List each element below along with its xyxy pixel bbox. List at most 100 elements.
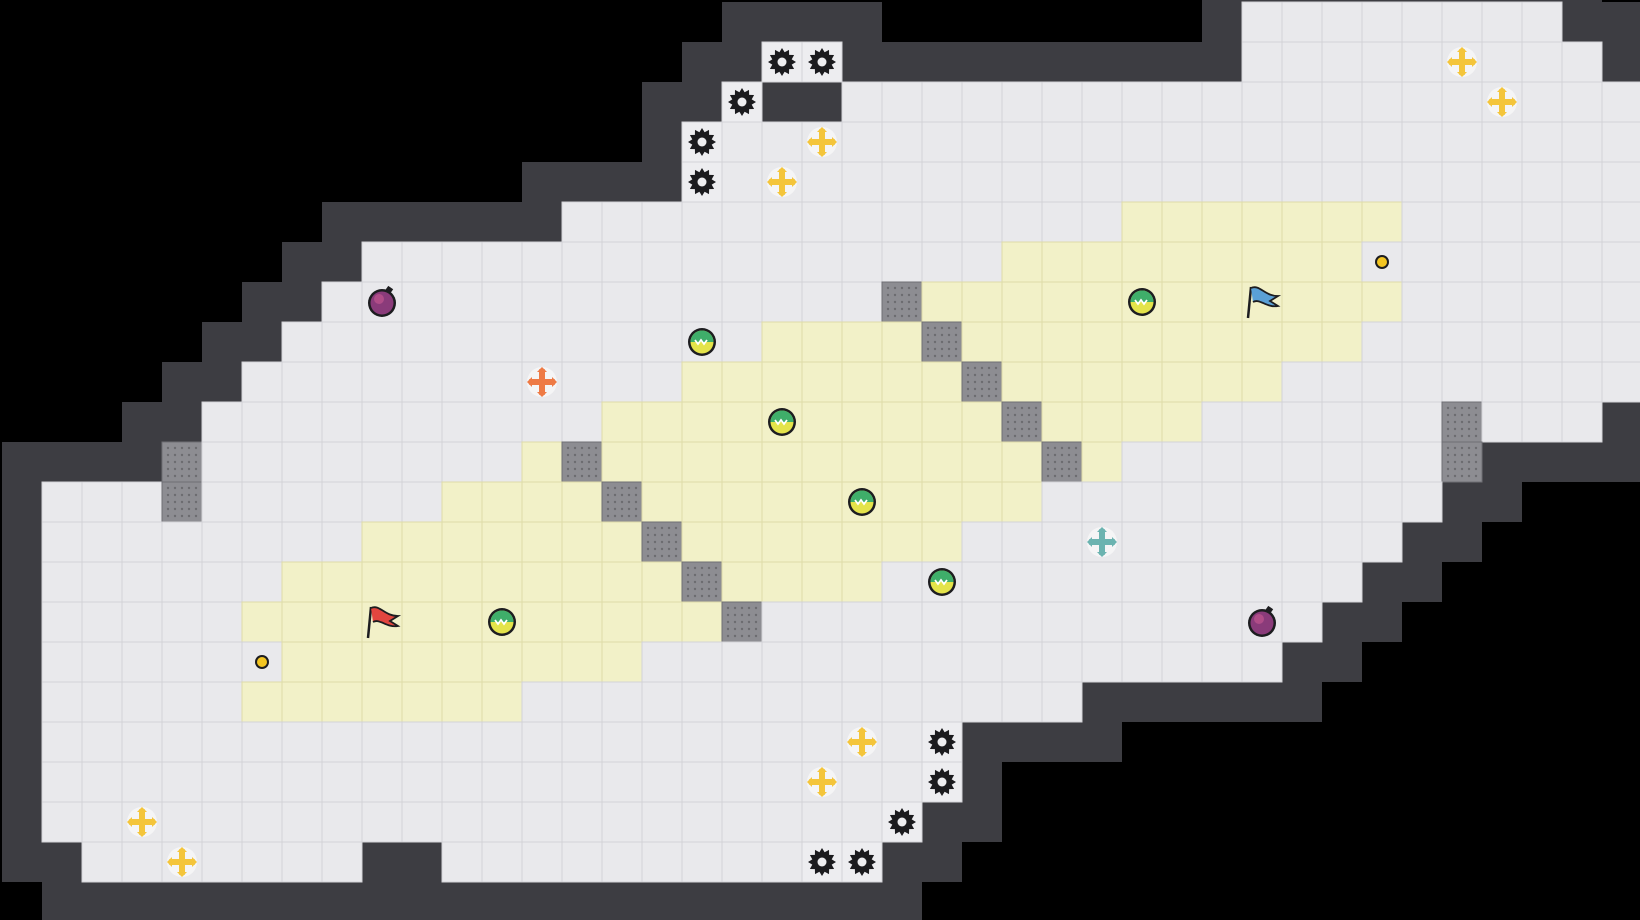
floor-tile (1001, 121, 1043, 163)
floor-tile (641, 801, 683, 843)
capture-zone-tile (681, 441, 723, 483)
block-rivet (693, 594, 697, 598)
wall-tile (242, 322, 282, 362)
floor-tile (841, 601, 883, 643)
floor-tile (1321, 1, 1363, 43)
block-rivet (187, 453, 191, 457)
block-rivet (606, 507, 610, 511)
capture-zone-tile (1361, 201, 1403, 243)
block-rivet (940, 340, 944, 344)
block-rivet (933, 333, 937, 337)
floor-tile (961, 681, 1003, 723)
wall-tile (82, 442, 122, 482)
capture-zone-tile (1121, 401, 1163, 443)
capture-zone-tile (1041, 281, 1083, 323)
block-rivet (1074, 453, 1078, 457)
capture-zone-tile (1161, 281, 1203, 323)
block-rivet (606, 514, 610, 518)
floor-tile (1361, 121, 1403, 163)
capture-zone-tile (1081, 241, 1123, 283)
block-rivet (893, 307, 897, 311)
floor-tile (1281, 41, 1323, 83)
block-rivet (173, 493, 177, 497)
floor-tile (601, 841, 643, 883)
speed-pad-icon (928, 568, 956, 596)
wall-tile (882, 882, 922, 920)
block-rivet (1006, 413, 1010, 417)
block-rivet (594, 446, 598, 450)
block-rivet (733, 634, 737, 638)
floor-tile (801, 681, 843, 723)
floor-tile (281, 841, 323, 883)
wall-tile (1242, 682, 1282, 722)
floor-tile (201, 561, 243, 603)
block-rivet (1027, 427, 1031, 431)
block-rivet (700, 573, 704, 577)
block-rivet (580, 467, 584, 471)
block-rivet (620, 500, 624, 504)
block-rivet (1067, 446, 1071, 450)
floor-tile (41, 721, 83, 763)
floor-tile (241, 841, 283, 883)
wall-tile (1442, 482, 1482, 522)
wall-tile (1482, 442, 1522, 482)
block-rivet (194, 446, 198, 450)
floor-tile (1561, 401, 1603, 443)
floor-tile (1441, 81, 1483, 123)
floor-tile (441, 241, 483, 283)
block-rivet (987, 373, 991, 377)
block-rivet (1446, 427, 1450, 431)
floor-tile (1561, 201, 1603, 243)
bomb-icon (368, 285, 396, 317)
block-rivet (1034, 413, 1038, 417)
floor-tile (641, 281, 683, 323)
capture-zone-tile (1041, 361, 1083, 403)
floor-tile (81, 521, 123, 563)
block-rivet (1013, 413, 1017, 417)
floor-tile (761, 721, 803, 763)
block-rivet (914, 293, 918, 297)
capture-zone-tile (601, 401, 643, 443)
floor-tile (1361, 521, 1403, 563)
floor-tile (801, 721, 843, 763)
saw-blade-icon (928, 728, 956, 756)
wall-tile (1082, 42, 1122, 82)
block-rivet (994, 387, 998, 391)
floor-tile (881, 681, 923, 723)
floor-tile (1281, 441, 1323, 483)
block-rivet (1027, 406, 1031, 410)
capture-zone-tile (401, 681, 443, 723)
block-rivet (1067, 474, 1071, 478)
floor-tile (921, 201, 963, 243)
wall-tile (362, 882, 402, 920)
wall-tile (1042, 722, 1082, 762)
floor-tile (521, 681, 563, 723)
floor-tile (1401, 321, 1443, 363)
wall-tile (282, 242, 322, 282)
floor-tile (1401, 361, 1443, 403)
block-rivet (1460, 446, 1464, 450)
capture-zone-tile (1081, 441, 1123, 483)
block-rivet (693, 573, 697, 577)
block-rivet (733, 613, 737, 617)
floor-tile (801, 641, 843, 683)
wall-tile (1362, 602, 1402, 642)
capture-zone-tile (561, 561, 603, 603)
floor-tile (1161, 481, 1203, 523)
block-rivet (1467, 420, 1471, 424)
wall-tile (962, 722, 1002, 762)
floor-tile (681, 761, 723, 803)
floor-tile (201, 641, 243, 683)
block-rivet (926, 333, 930, 337)
boost-pad-icon (1087, 527, 1117, 557)
floor-tile (361, 241, 403, 283)
floor-tile (1001, 641, 1043, 683)
block-rivet (1446, 446, 1450, 450)
capture-zone-tile (841, 521, 883, 563)
capture-zone-tile (1121, 361, 1163, 403)
floor-tile (201, 841, 243, 883)
floor-tile (81, 721, 123, 763)
floor-tile (1161, 601, 1203, 643)
